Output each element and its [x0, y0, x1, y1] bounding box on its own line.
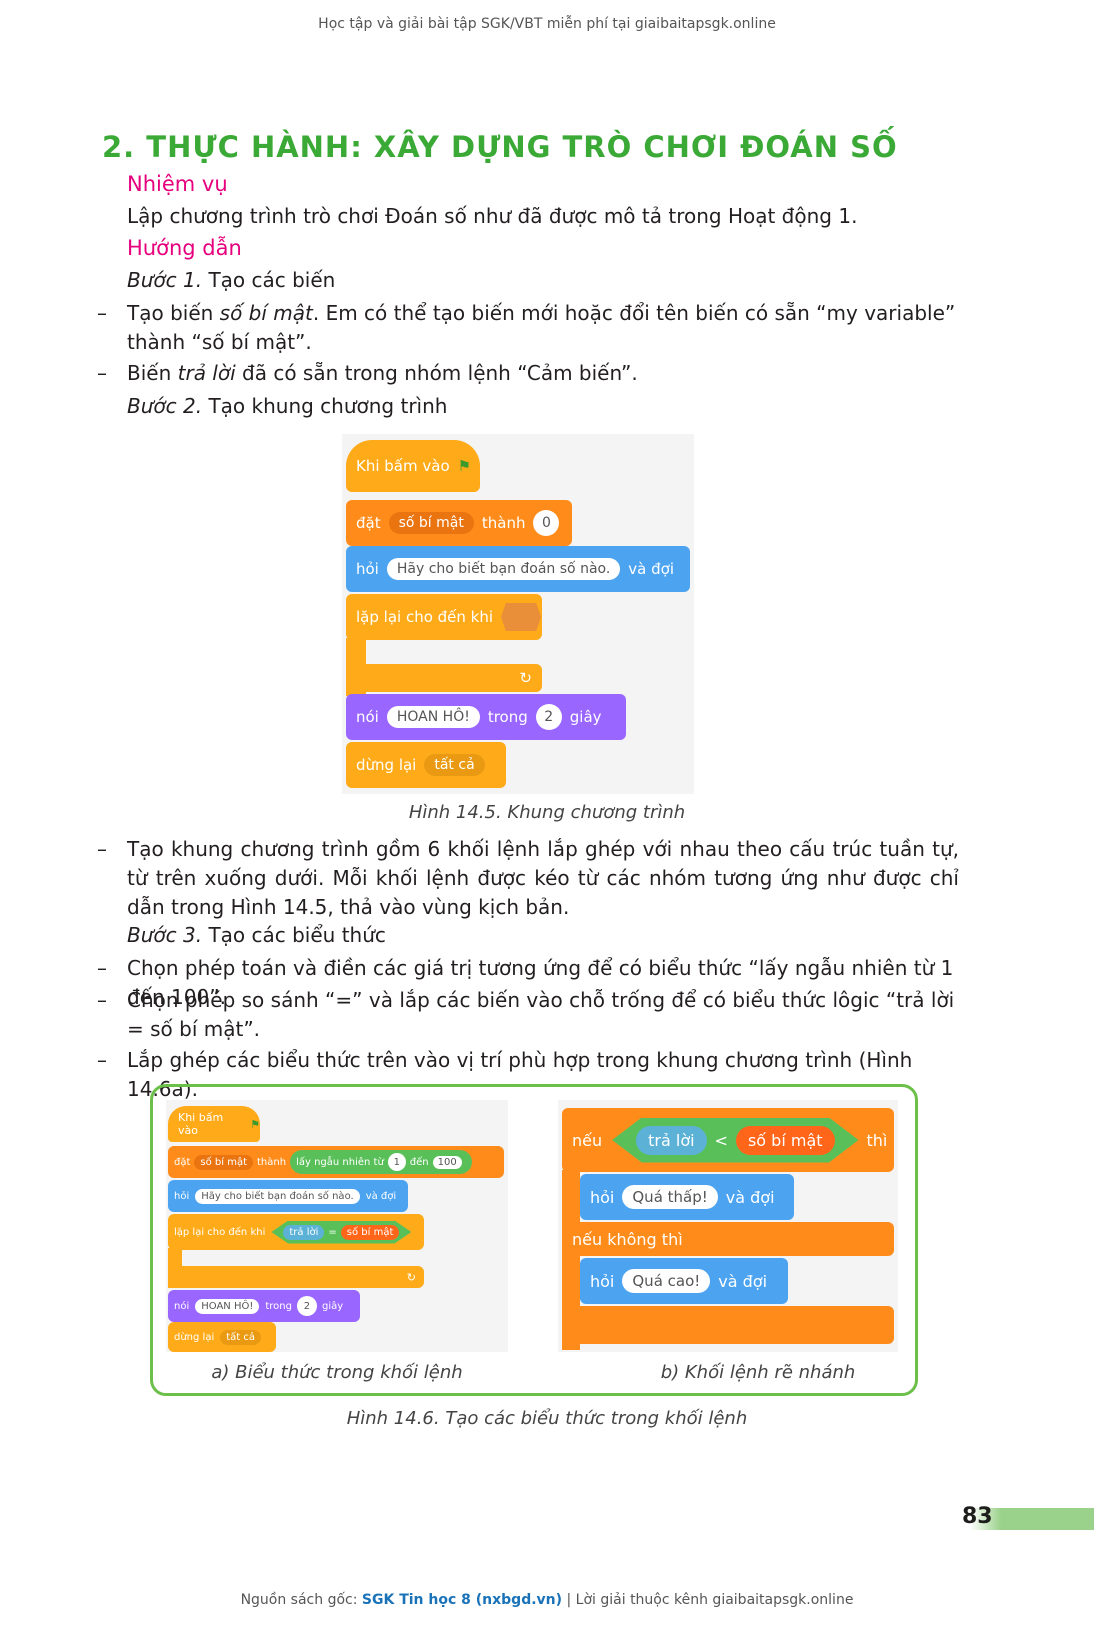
if-arm [562, 1170, 580, 1350]
less-than-block: trả lời<số bí mật [612, 1117, 859, 1163]
figure-caption: Hình 14.5. Khung chương trình [408, 802, 686, 823]
section-title: 2. THỰC HÀNH: XÂY DỰNG TRÒ CHƠI ĐOÁN SỐ [102, 130, 898, 164]
figure-caption: a) Biểu thức trong khối lệnh [211, 1362, 463, 1383]
footer-link[interactable]: SGK Tin học 8 (nxbgd.vn) [361, 1592, 563, 1608]
guide-heading: Hướng dẫn [127, 236, 242, 260]
bullet-item: –Tạo khung chương trình gồm 6 khối lệnh … [97, 837, 959, 919]
bullet-item: –Chọn phép so sánh “=” và lắp các biến v… [97, 988, 955, 1041]
figure-14-6-frame [150, 1084, 918, 1396]
task-text: Lập chương trình trò chơi Đoán số như đã… [127, 204, 858, 228]
figure-caption: b) Khối lệnh rẽ nhánh [660, 1362, 856, 1383]
when-flag-block: Khi bấm vào⚑ [168, 1106, 260, 1142]
repeat-end: ↻ [346, 664, 542, 692]
page-number: 83 [962, 1504, 993, 1529]
task-heading: Nhiệm vụ [127, 172, 228, 196]
step2: Bước 2. Tạo khung chương trình [127, 394, 448, 418]
repeat-until-block: lặp lại cho đến khi [346, 594, 542, 640]
figure-caption: Hình 14.6. Tạo các biểu thức trong khối … [346, 1408, 748, 1429]
bullet-item: –Tạo biến số bí mật. Em có thể tạo biến … [97, 301, 956, 354]
if-block: nếu trả lời<số bí mật thì [562, 1108, 894, 1172]
bullet-item: –Lắp ghép các biểu thức trên vào vị trí … [97, 1048, 913, 1101]
else-block: nếu không thì [562, 1222, 894, 1256]
repeat-end: ↻ [168, 1266, 424, 1288]
page-header: Học tập và giải bài tập SGK/VBT miễn phí… [318, 16, 776, 32]
bullet-item: –Chọn phép toán và điền các giá trị tươn… [97, 956, 954, 1009]
page-footer: Nguồn sách gốc: SGK Tin học 8 (nxbgd.vn)… [240, 1592, 854, 1608]
if-end [562, 1306, 894, 1344]
repeat-until-block: lặp lại cho đến khi trả lời=số bí mật [168, 1214, 424, 1250]
bullet-item: –Biến trả lời đã có sẵn trong nhóm lệnh … [97, 361, 638, 385]
step3: Bước 3. Tạo các biểu thức [127, 923, 386, 947]
step1: Bước 1. Tạo các biến [127, 268, 336, 292]
when-flag-block: Khi bấm vào⚑ [346, 440, 480, 492]
page-number-bar: 83 [962, 1504, 1094, 1530]
equals-block: trả lời=số bí mật [271, 1220, 412, 1244]
